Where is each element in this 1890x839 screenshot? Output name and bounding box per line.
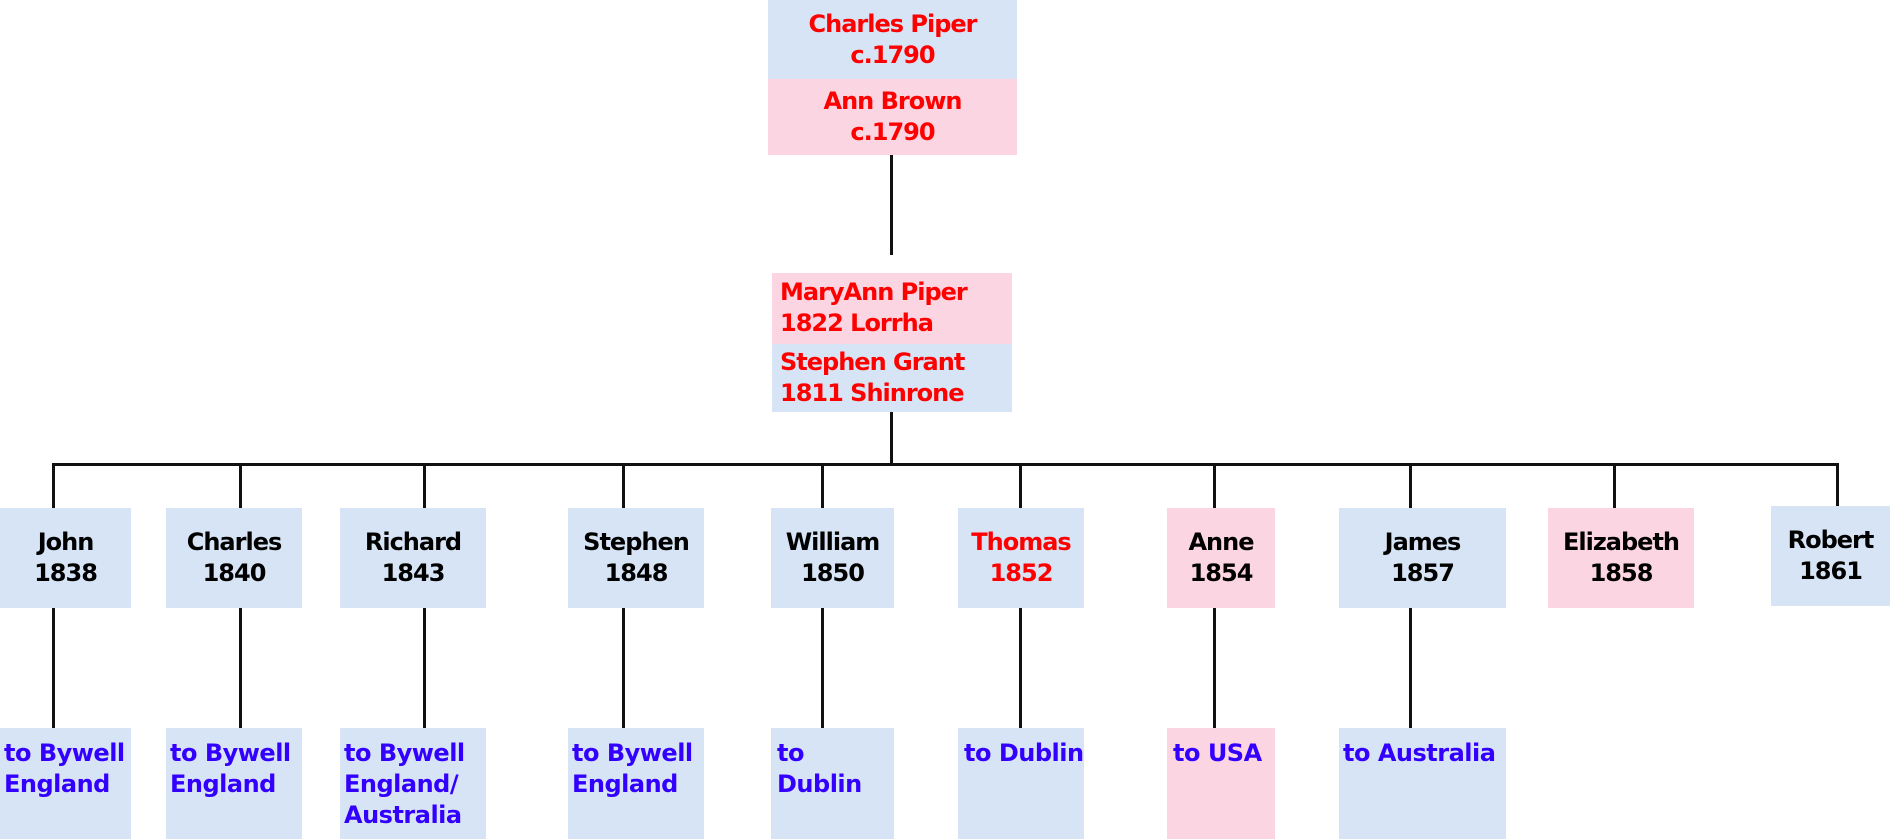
- destination-box: to Dublin: [958, 728, 1084, 839]
- child-name: Richard: [364, 528, 462, 556]
- child-year: 1848: [604, 559, 669, 587]
- destination-box: to Bywell England: [0, 728, 131, 839]
- child-box: James 1857: [1339, 508, 1506, 608]
- child-year: 1838: [34, 559, 98, 587]
- connector-line: [890, 155, 893, 255]
- destination-connector-line: [239, 608, 242, 728]
- mother-year: 1822 Lorrha: [780, 309, 934, 337]
- grandmother-name: Ann Brown: [823, 87, 963, 115]
- child-connector-line: [423, 465, 426, 508]
- child-connector-line: [1213, 465, 1216, 508]
- child-year: 1861: [1799, 557, 1863, 585]
- destination-box: to Bywell England: [166, 728, 302, 839]
- destination-connector-line: [1019, 608, 1022, 728]
- child-connector-line: [1409, 465, 1412, 508]
- child-connector-line: [821, 465, 824, 508]
- child-name: Thomas: [971, 528, 1071, 556]
- mother-name: MaryAnn Piper: [780, 278, 968, 306]
- child-year: 1840: [202, 559, 267, 587]
- destination-box: to Bywell England: [568, 728, 704, 839]
- grandmother-year: c.1790: [850, 118, 935, 146]
- child-box: Elizabeth 1858: [1548, 508, 1694, 608]
- child-box: William 1850: [771, 508, 894, 608]
- child-box: John 1838: [0, 508, 131, 608]
- child-box: Robert 1861: [1771, 506, 1890, 606]
- connector-line: [890, 412, 893, 465]
- child-name: Stephen: [583, 528, 690, 556]
- child-connector-line: [622, 465, 625, 508]
- destination-connector-line: [821, 608, 824, 728]
- child-name: Robert: [1787, 526, 1875, 554]
- child-box: Stephen 1848: [568, 508, 704, 608]
- child-year: 1854: [1189, 559, 1254, 587]
- father-box: Stephen Grant 1811 Shinrone: [772, 344, 1012, 412]
- destination-box: to Dublin: [771, 728, 894, 839]
- mother-box: MaryAnn Piper 1822 Lorrha: [772, 273, 1012, 344]
- father-name: Stephen Grant: [780, 348, 965, 376]
- destination-connector-line: [423, 608, 426, 728]
- child-box: Charles 1840: [166, 508, 302, 608]
- sibling-line: [52, 463, 1839, 466]
- child-year: 1852: [989, 559, 1054, 587]
- child-name: William: [785, 528, 881, 556]
- child-connector-line: [1836, 465, 1839, 508]
- child-name: Charles: [186, 528, 283, 556]
- child-year: 1857: [1391, 559, 1455, 587]
- father-year: 1811 Shinrone: [780, 379, 965, 407]
- child-name: James: [1384, 528, 1462, 556]
- destination-box: to USA: [1167, 728, 1275, 839]
- child-connector-line: [52, 465, 55, 508]
- child-name: John: [37, 528, 95, 556]
- child-name: Anne: [1188, 528, 1254, 556]
- destination-connector-line: [52, 608, 55, 728]
- child-connector-line: [239, 465, 242, 508]
- child-box: Richard 1843: [340, 508, 486, 608]
- grandfather-year: c.1790: [850, 40, 935, 69]
- child-year: 1858: [1589, 559, 1654, 587]
- destination-box: to Australia: [1339, 728, 1506, 839]
- child-box: Thomas 1852: [958, 508, 1084, 608]
- destination-connector-line: [622, 608, 625, 728]
- child-connector-line: [1019, 465, 1022, 508]
- child-year: 1850: [801, 559, 865, 587]
- grandfather-name: Charles Piper: [808, 9, 978, 38]
- child-year: 1843: [381, 559, 446, 587]
- child-name: Elizabeth: [1562, 528, 1680, 556]
- grandmother-box: Ann Brown c.1790: [768, 79, 1017, 155]
- child-connector-line: [1613, 465, 1616, 508]
- destination-connector-line: [1213, 608, 1216, 728]
- destination-connector-line: [1409, 608, 1412, 728]
- destination-box: to Bywell England/ Australia: [340, 728, 486, 839]
- child-box: Anne 1854: [1167, 508, 1275, 608]
